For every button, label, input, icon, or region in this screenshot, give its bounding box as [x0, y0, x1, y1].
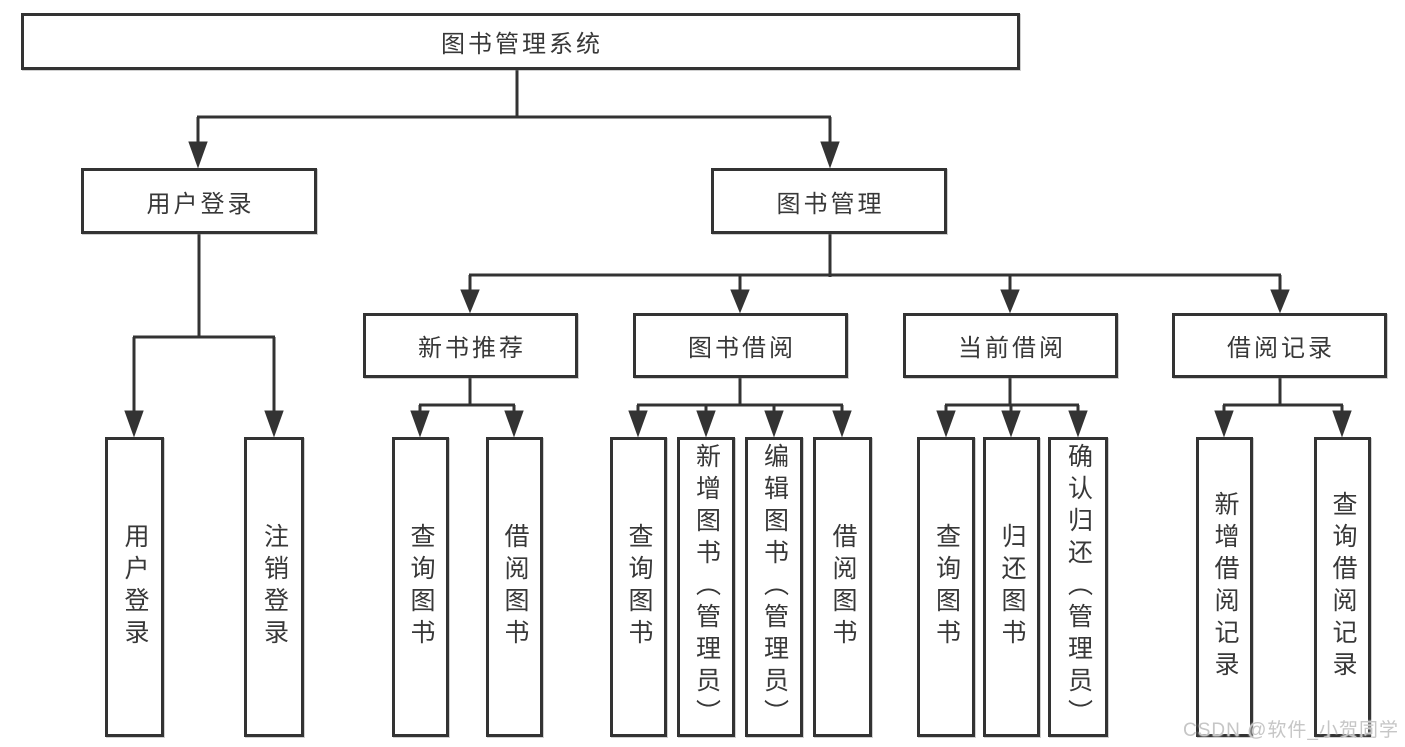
node-label: 借阅记录: [1227, 335, 1335, 362]
node-label: 新书推荐: [418, 335, 526, 362]
node-label: 归还图书: [998, 523, 1026, 651]
leaf-borrow-book: 借阅图书: [813, 437, 872, 737]
csdn-watermark: CSDN @软件_小贺同学: [1183, 720, 1399, 741]
node-label: 查询借阅记录: [1329, 491, 1357, 683]
leaf-query-borrow-record: 查询借阅记录: [1314, 437, 1371, 737]
leaf-query-book-current: 查询图书: [917, 437, 975, 737]
leaf-query-book-borrow: 查询图书: [610, 437, 667, 737]
leaf-confirm-return-admin: 确认归还（管理员）: [1048, 437, 1108, 737]
leaf-logout-login: 注销登录: [244, 437, 304, 737]
node-label: 借阅图书: [501, 523, 529, 651]
node-label: 查询图书: [932, 523, 961, 651]
node-user-login: 用户登录: [81, 168, 317, 234]
node-book-borrow: 图书借阅: [633, 313, 848, 378]
leaf-user-login: 用户登录: [105, 437, 164, 737]
node-label: 用户登录: [121, 523, 149, 651]
leaf-query-book-recommend: 查询图书: [392, 437, 449, 737]
leaf-edit-book-admin: 编辑图书（管理员）: [745, 437, 803, 737]
node-current-borrow: 当前借阅: [903, 313, 1118, 378]
leaf-add-borrow-record: 新增借阅记录: [1196, 437, 1253, 737]
node-label: 图书管理: [776, 190, 885, 218]
node-book-manage: 图书管理: [711, 168, 947, 234]
node-root-system: 图书管理系统: [21, 13, 1020, 70]
node-label: 编辑图书（管理员）: [760, 443, 789, 731]
node-label: 借阅图书: [829, 523, 857, 651]
node-label: 新增借阅记录: [1211, 491, 1239, 683]
leaf-add-book-admin: 新增图书（管理员）: [677, 437, 735, 737]
node-label: 图书借阅: [688, 335, 796, 362]
node-borrow-record: 借阅记录: [1172, 313, 1387, 378]
node-new-book-recommend: 新书推荐: [363, 313, 578, 378]
node-label: 查询图书: [407, 523, 435, 651]
node-label: 当前借阅: [958, 335, 1066, 362]
leaf-return-book: 归还图书: [983, 437, 1040, 737]
node-label: 图书管理系统: [441, 31, 603, 58]
node-label: 注销登录: [260, 523, 289, 651]
node-label: 新增图书（管理员）: [692, 443, 721, 731]
leaf-borrow-book-recommend: 借阅图书: [486, 437, 543, 737]
node-label: 用户登录: [146, 190, 255, 218]
node-label: 确认归还（管理员）: [1064, 443, 1093, 731]
node-label: 查询图书: [625, 523, 653, 651]
